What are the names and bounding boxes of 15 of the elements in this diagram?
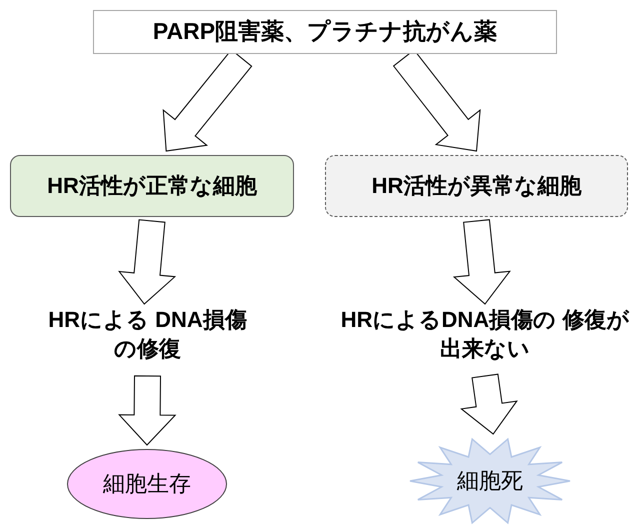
node-label: 細胞死	[457, 466, 523, 495]
process-box	[325, 155, 628, 217]
block-arrow	[118, 219, 176, 305]
title-box	[93, 10, 557, 54]
step-text: HRによる DNA損傷の修復	[47, 306, 248, 363]
block-arrow	[118, 375, 176, 446]
process-box	[10, 155, 294, 217]
outcome-starburst	[410, 438, 570, 524]
node-label: HR活性が異常な細胞	[372, 172, 582, 200]
block-arrow	[452, 219, 511, 305]
node-label: 細胞生存	[103, 470, 191, 498]
node-label: HR活性が正常な細胞	[47, 172, 257, 200]
node-label: PARP阻害薬、プラチナ抗がん薬	[152, 17, 498, 46]
block-arrow	[460, 374, 518, 435]
step-text: HRによるDNA損傷の 修復が出来ない	[340, 306, 630, 363]
